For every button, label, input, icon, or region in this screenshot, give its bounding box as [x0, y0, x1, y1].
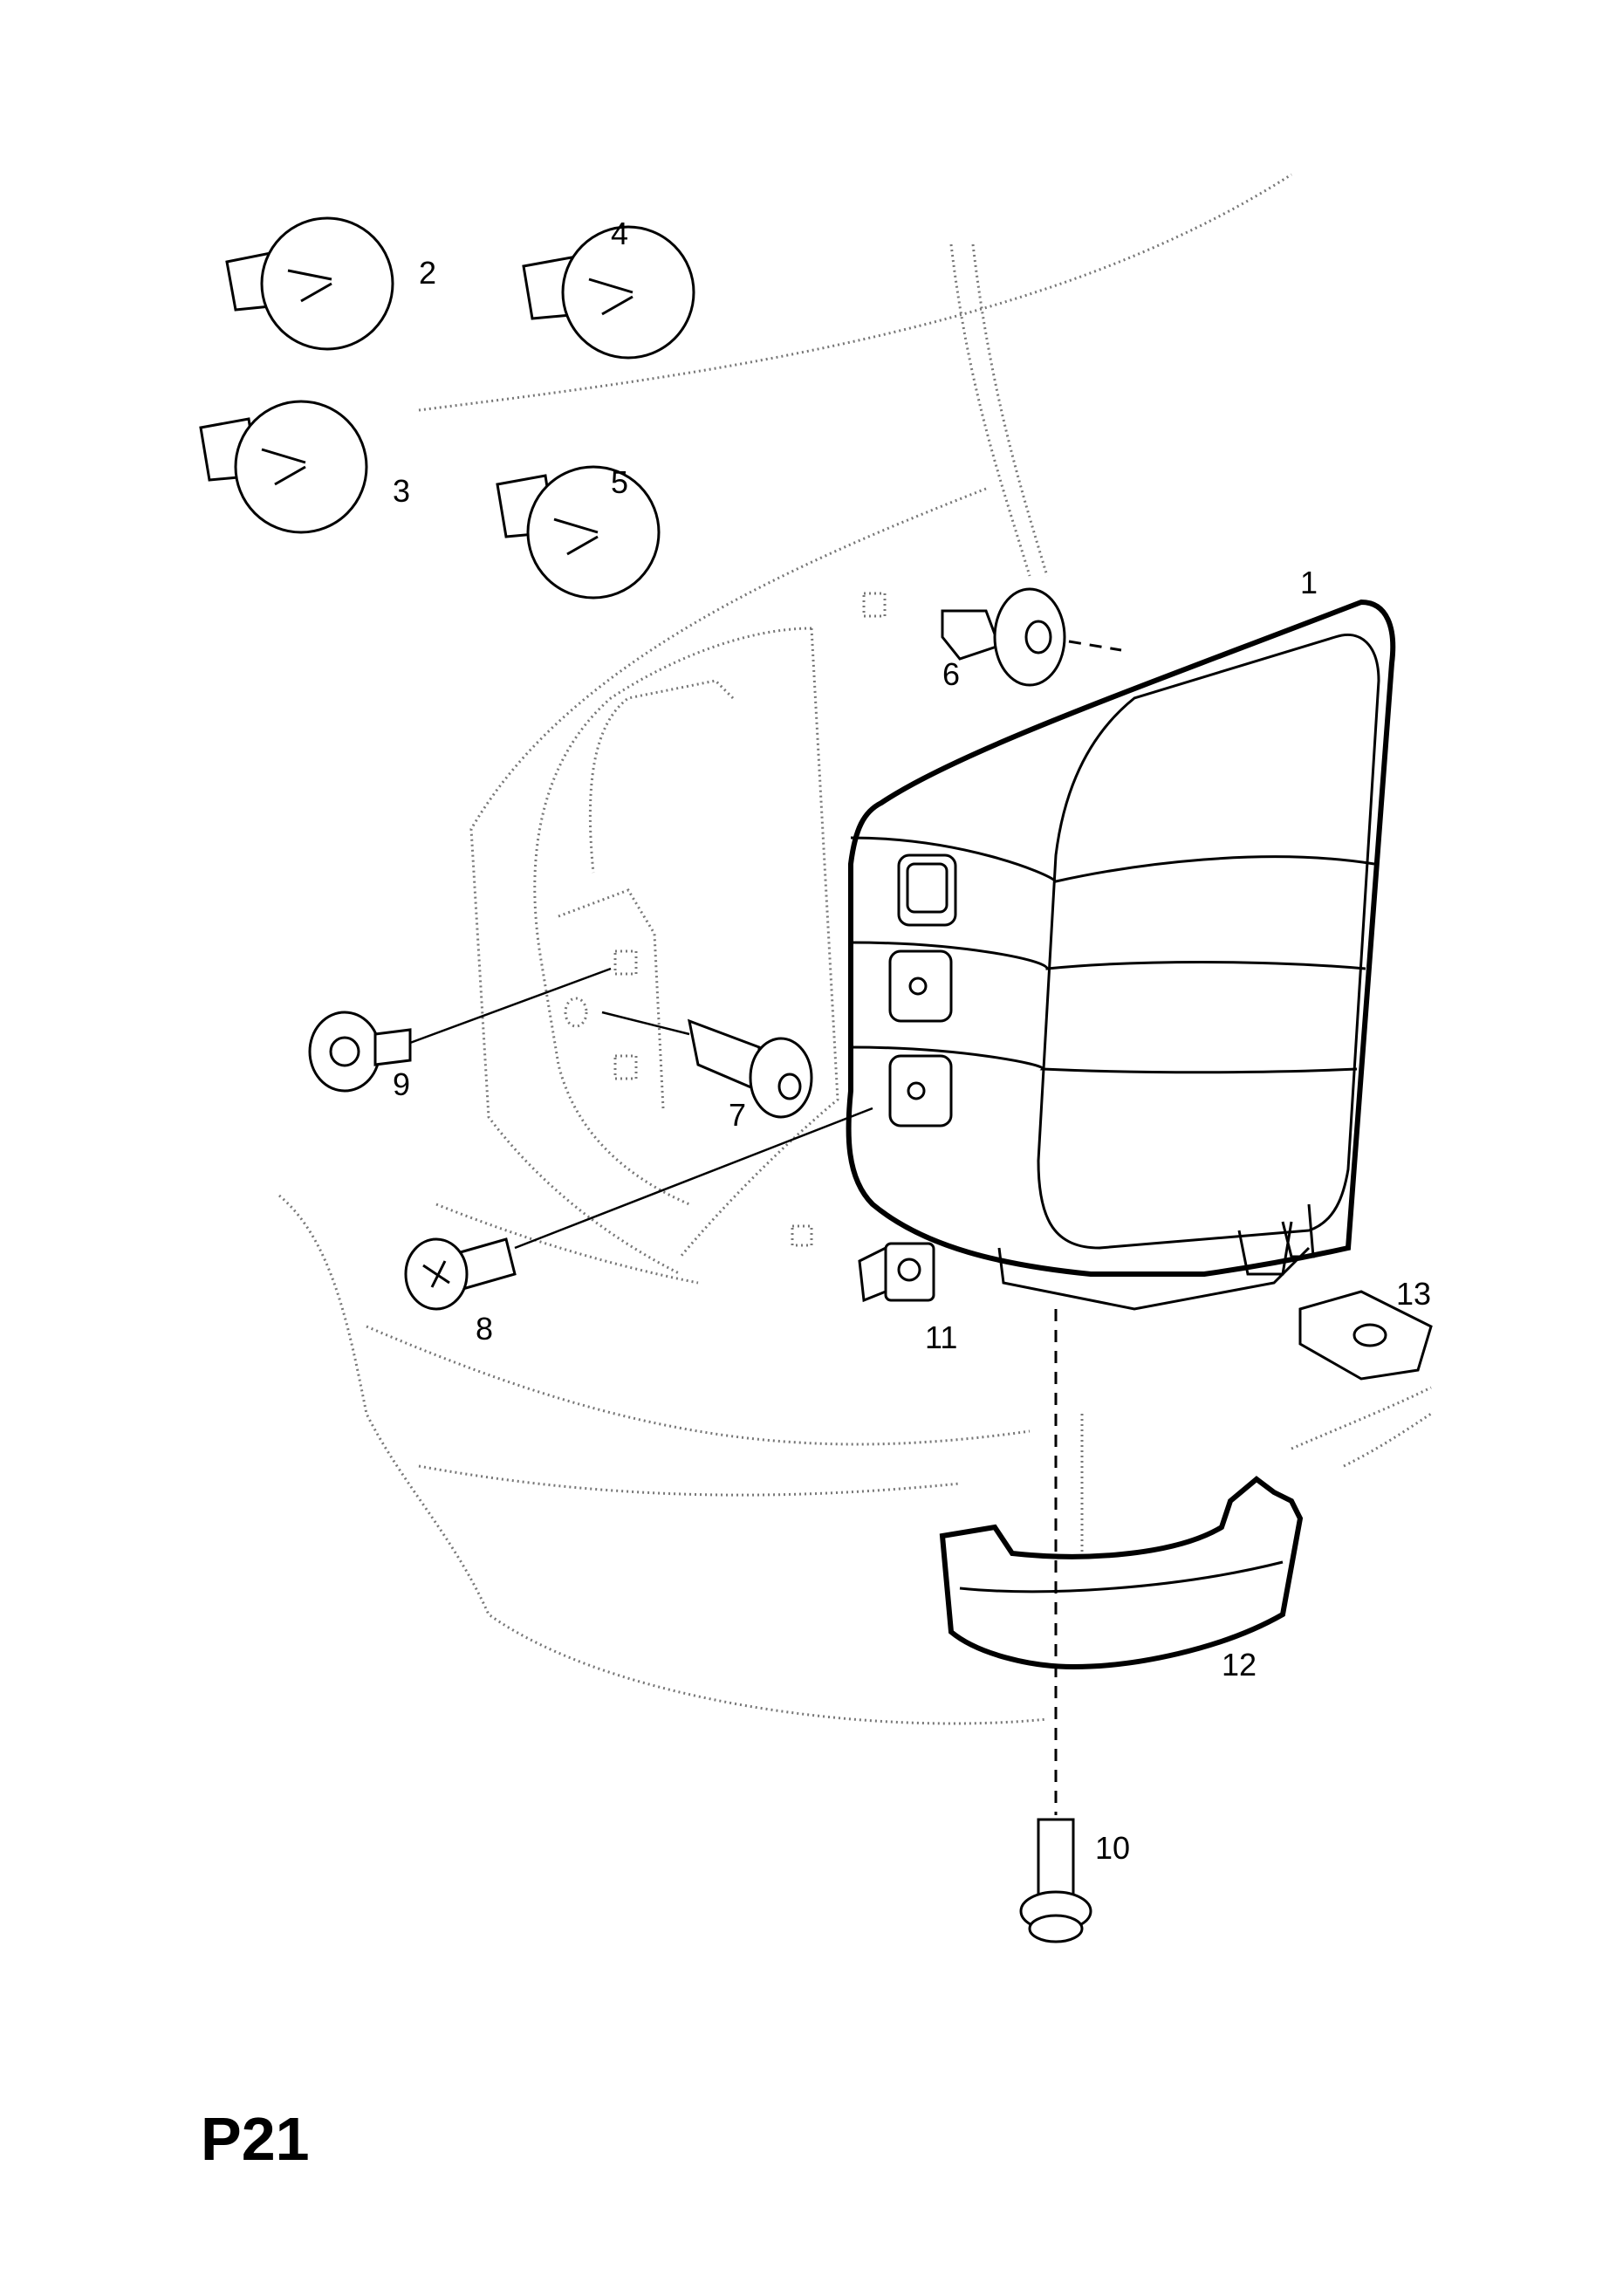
- lower-lens-12: [939, 1476, 1304, 1670]
- callout-7: 7: [729, 1097, 746, 1133]
- clip-9: [308, 967, 612, 1093]
- callout-8: 8: [476, 1311, 493, 1347]
- callout-12: 12: [1222, 1647, 1257, 1683]
- callout-11: 11: [925, 1319, 957, 1355]
- callout-4: 4: [611, 216, 628, 251]
- grommet-6: [941, 587, 1122, 687]
- clip-nut-13: [1298, 1290, 1433, 1381]
- bulb-5: [496, 465, 661, 600]
- callout-10: 10: [1095, 1830, 1130, 1866]
- bolt-10: [1019, 1309, 1092, 1943]
- bolt-7: [601, 1011, 813, 1119]
- page-code: P21: [201, 2105, 310, 2173]
- rear-lamp-assembly: [846, 599, 1396, 1311]
- screw-8: [404, 1107, 873, 1311]
- retainer-11: [858, 1242, 935, 1303]
- bulb-3: [199, 400, 368, 534]
- bulb-4: [522, 225, 695, 360]
- callout-13: 13: [1396, 1276, 1431, 1312]
- callout-1: 1: [1300, 565, 1318, 600]
- callout-6: 6: [942, 656, 960, 692]
- bulb-2: [225, 216, 394, 351]
- callout-3: 3: [393, 473, 410, 509]
- callout-2: 2: [419, 255, 436, 291]
- callout-5: 5: [611, 464, 628, 500]
- callout-9: 9: [393, 1066, 410, 1102]
- vehicle-body-outline: [278, 173, 1432, 1725]
